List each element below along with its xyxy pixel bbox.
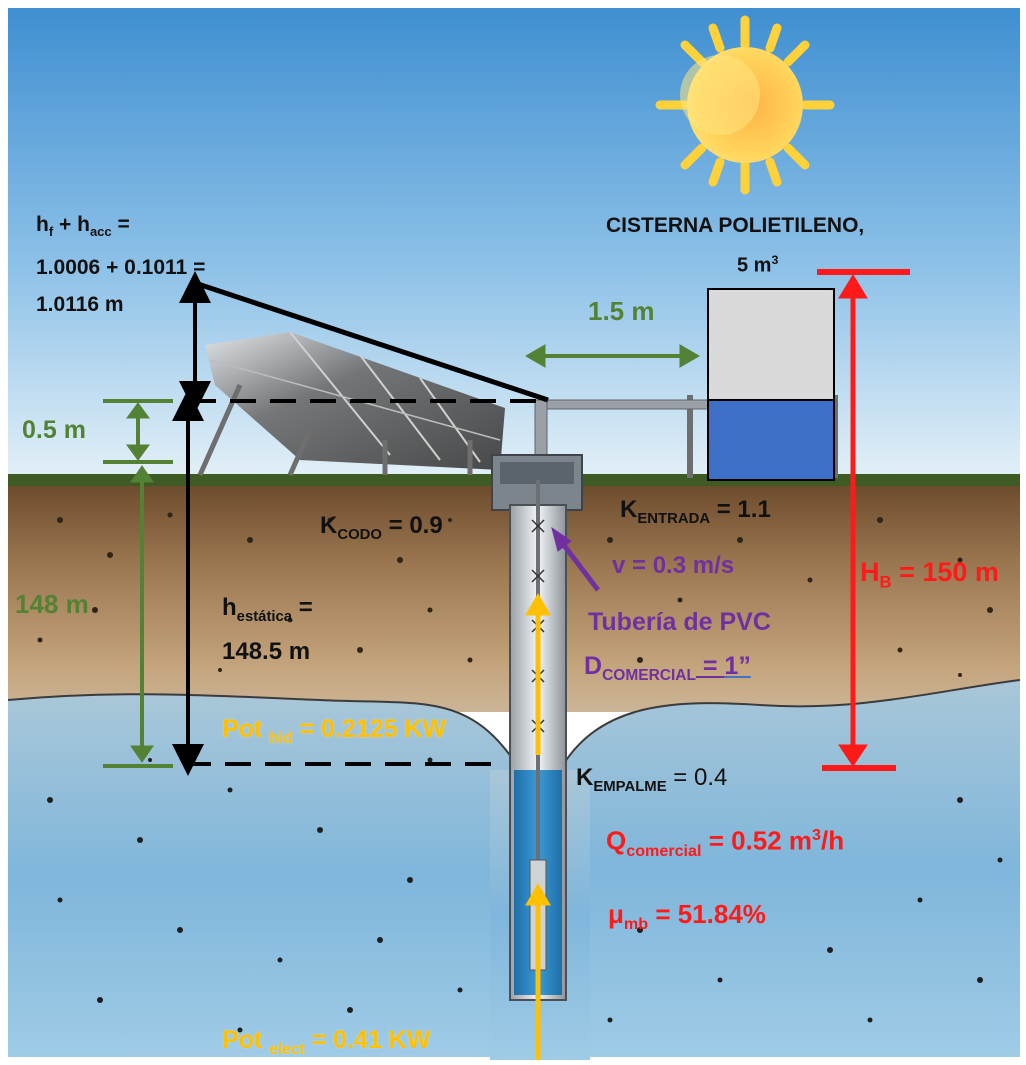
aquifer (8, 694, 520, 1057)
aquifer-pebbles (47, 757, 1003, 1033)
electric-power-label: Pot elect = 0.41 KW (222, 1026, 431, 1058)
storage-tank (707, 288, 835, 481)
discharge-pipe (544, 399, 711, 410)
tank-title: CISTERNA POLIETILENO, (606, 214, 865, 237)
k-codo-label: KCODO = 0.9 (320, 512, 443, 543)
water-depth-label: 148 m (15, 589, 89, 619)
tank-distance-label: 1.5 m (588, 296, 655, 326)
sky (8, 8, 1020, 488)
power-arrows (525, 592, 551, 1060)
k-entrada-label: KENTRADA = 1.1 (620, 496, 771, 527)
flow-rate-label: Qcomercial = 0.52 m3/h (606, 825, 845, 860)
k-empalme-label: KEMPALME = 0.4 (576, 764, 728, 795)
pump-head-label: HB = 150 m (860, 557, 999, 592)
pipe-material-label: Tubería de PVC (588, 608, 771, 636)
height-above-ground: 0.5 m (22, 416, 86, 444)
sun-icon (655, 15, 835, 195)
static-head-label: hestática = (222, 594, 313, 625)
pump-head-dimension (817, 269, 910, 771)
efficiency-label: μmb = 51.84% (608, 899, 766, 934)
pipe-diameter-label: DCOMERCIAL = 1” (584, 652, 751, 684)
pipe-pointer-arrow (551, 526, 600, 592)
hydraulic-power-label: Pot hid = 0.2125 KW (222, 715, 447, 747)
velocity-label: v = 0.3 m/s (612, 552, 735, 579)
friction-head-label: hf + hacc = (36, 213, 130, 240)
friction-head-sum: 1.0006 + 0.1011 = (36, 256, 206, 279)
static-head-value: 148.5 m (222, 638, 311, 665)
green-dimensions (103, 344, 700, 768)
water-table-line (7, 679, 1021, 771)
tank-volume: 5 m3 (737, 253, 779, 277)
energy-grade-line (194, 280, 549, 403)
soil-pebbles (37, 512, 993, 677)
friction-head-total: 1.0116 m (36, 293, 124, 316)
